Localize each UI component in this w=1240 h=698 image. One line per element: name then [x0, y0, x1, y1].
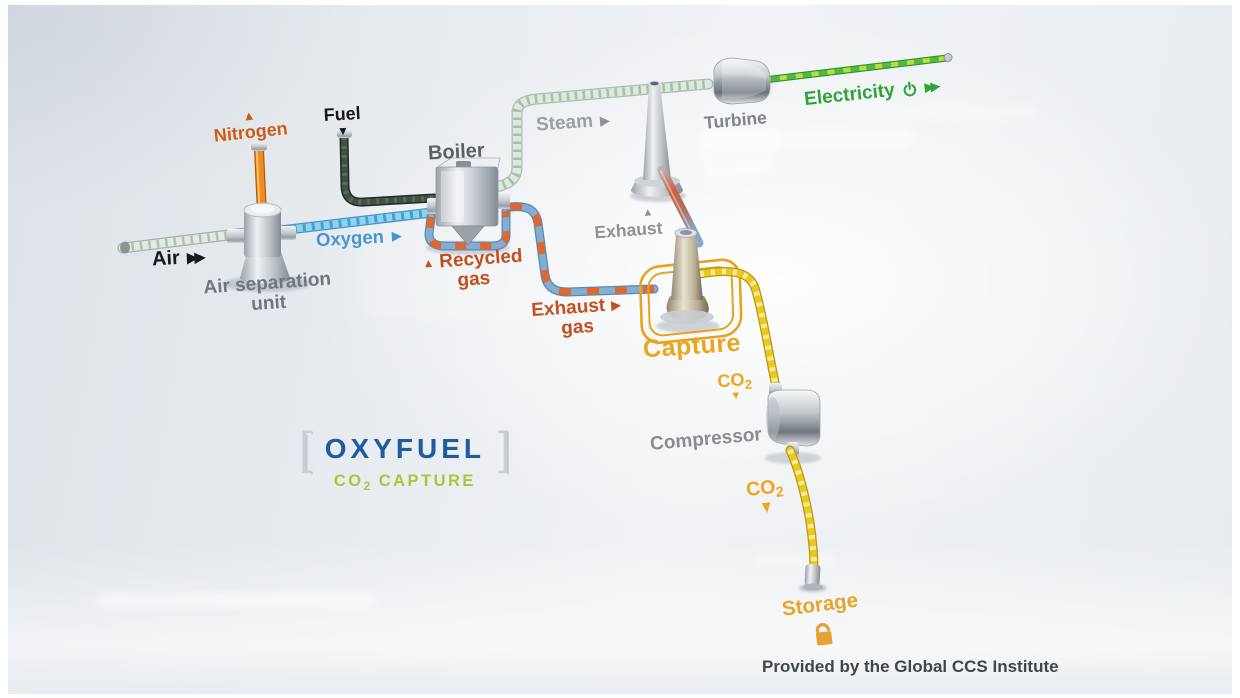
- exhaust-gas-pipe: [505, 202, 659, 297]
- air-pipe-endcap: [120, 241, 130, 254]
- exhaust-gas-text-line2: gas: [560, 315, 595, 340]
- chimney-opening: [650, 81, 659, 86]
- co2-pipe-upper: [695, 267, 782, 397]
- compressor-face-ring: [766, 397, 780, 439]
- capture-stack: [660, 228, 714, 324]
- air-label: Air ▶▶: [151, 246, 206, 271]
- asu-base: [240, 252, 291, 284]
- turbine-reflection: [713, 75, 770, 98]
- recycled-gas-loop: [424, 206, 511, 251]
- turbine-unit: [713, 57, 771, 105]
- storage-label: Storage: [781, 589, 864, 656]
- bracket-left-icon: [: [299, 422, 312, 474]
- up-arrow-icon: ▲: [421, 255, 435, 271]
- electricity-label: Electricity ▶▶: [803, 76, 941, 110]
- fuel-pipe: [337, 129, 439, 207]
- right-arrow-icon: ▶: [610, 297, 622, 314]
- turbine-glass-shard: [700, 128, 780, 178]
- exhaust-chimney: [631, 80, 683, 197]
- steam-pipe: [489, 78, 714, 193]
- recycled-gas-label: ▲ Recycled gas: [421, 246, 525, 294]
- boiler-flange-right: [495, 193, 510, 209]
- steam-text: Steam: [535, 110, 594, 136]
- floor-reflections: [95, 104, 1038, 608]
- boiler-text: Boiler: [427, 139, 486, 165]
- up-arrow-icon: ▲: [642, 206, 654, 219]
- recycled-gas-text-line2: gas: [456, 267, 491, 292]
- down-arrow-icon: ▼: [729, 389, 742, 403]
- asu-flange-left: [227, 229, 246, 243]
- exhaust-text: Exhaust: [593, 217, 664, 243]
- chimney-tube: [643, 84, 671, 180]
- storage-hole: [803, 583, 823, 591]
- down-arrow-icon: ▼: [336, 123, 350, 139]
- down-arrow-icon: ▼: [758, 497, 776, 519]
- exhaust-label: ▲ Exhaust: [593, 206, 664, 243]
- co2-lower-label: CO2 ▼: [745, 476, 786, 519]
- compressor-unit: [766, 383, 821, 456]
- cable-end-connector: [943, 53, 953, 62]
- boiler-highlight: [441, 171, 464, 222]
- double-right-arrow-icon: ▶▶: [186, 248, 203, 267]
- co2-upper-text: CO2: [716, 369, 753, 392]
- lock-icon: [810, 618, 838, 652]
- storage-wellhead: [804, 563, 821, 587]
- capture-stack-tube: [671, 234, 703, 300]
- fuel-text: Fuel: [323, 103, 362, 125]
- air-text: Air: [151, 246, 181, 271]
- oxygen-text: Oxygen: [315, 225, 385, 251]
- oxygen-pipe: [271, 207, 441, 236]
- asu-flange-right: [277, 226, 296, 240]
- boiler-label: Boiler: [427, 139, 486, 165]
- co2-pipe-lower: [785, 445, 823, 591]
- compressor-body: [767, 389, 821, 447]
- logo-title: OXYFUEL: [324, 432, 486, 464]
- fuel-pipe-ferrule: [337, 129, 352, 138]
- capture-stack-base-ring: [660, 310, 714, 324]
- asu-text-line2: unit: [250, 291, 287, 316]
- bracket-right-icon: ]: [498, 422, 511, 474]
- right-arrow-icon: ▶: [391, 227, 403, 244]
- electricity-cable: [760, 53, 953, 84]
- asu-vessel-top-inner: [250, 204, 275, 214]
- credit-text: Provided by the Global CCS Institute: [762, 657, 1059, 676]
- nitrogen-pipe-ferrule: [251, 142, 267, 151]
- co2-upper-label: CO2 ▼: [716, 369, 754, 404]
- storage-gloss-strip: [755, 556, 835, 566]
- exhaust-gas-label: Exhaust ▶ gas: [531, 295, 623, 341]
- electricity-reflection-strip: [838, 104, 1038, 120]
- floor-gloss-strip: [95, 592, 375, 608]
- fuel-label: Fuel ▼: [323, 103, 362, 139]
- right-arrow-icon: ▶: [599, 112, 611, 129]
- double-right-arrow-icon: ▶▶: [923, 78, 938, 95]
- capture-stack-cap-inner: [680, 230, 692, 235]
- boiler-unit: [427, 157, 510, 246]
- boiler-hopper: [451, 225, 485, 246]
- power-icon: [901, 80, 919, 98]
- air-separation-unit: [227, 202, 296, 284]
- asu-vessel: [244, 210, 281, 257]
